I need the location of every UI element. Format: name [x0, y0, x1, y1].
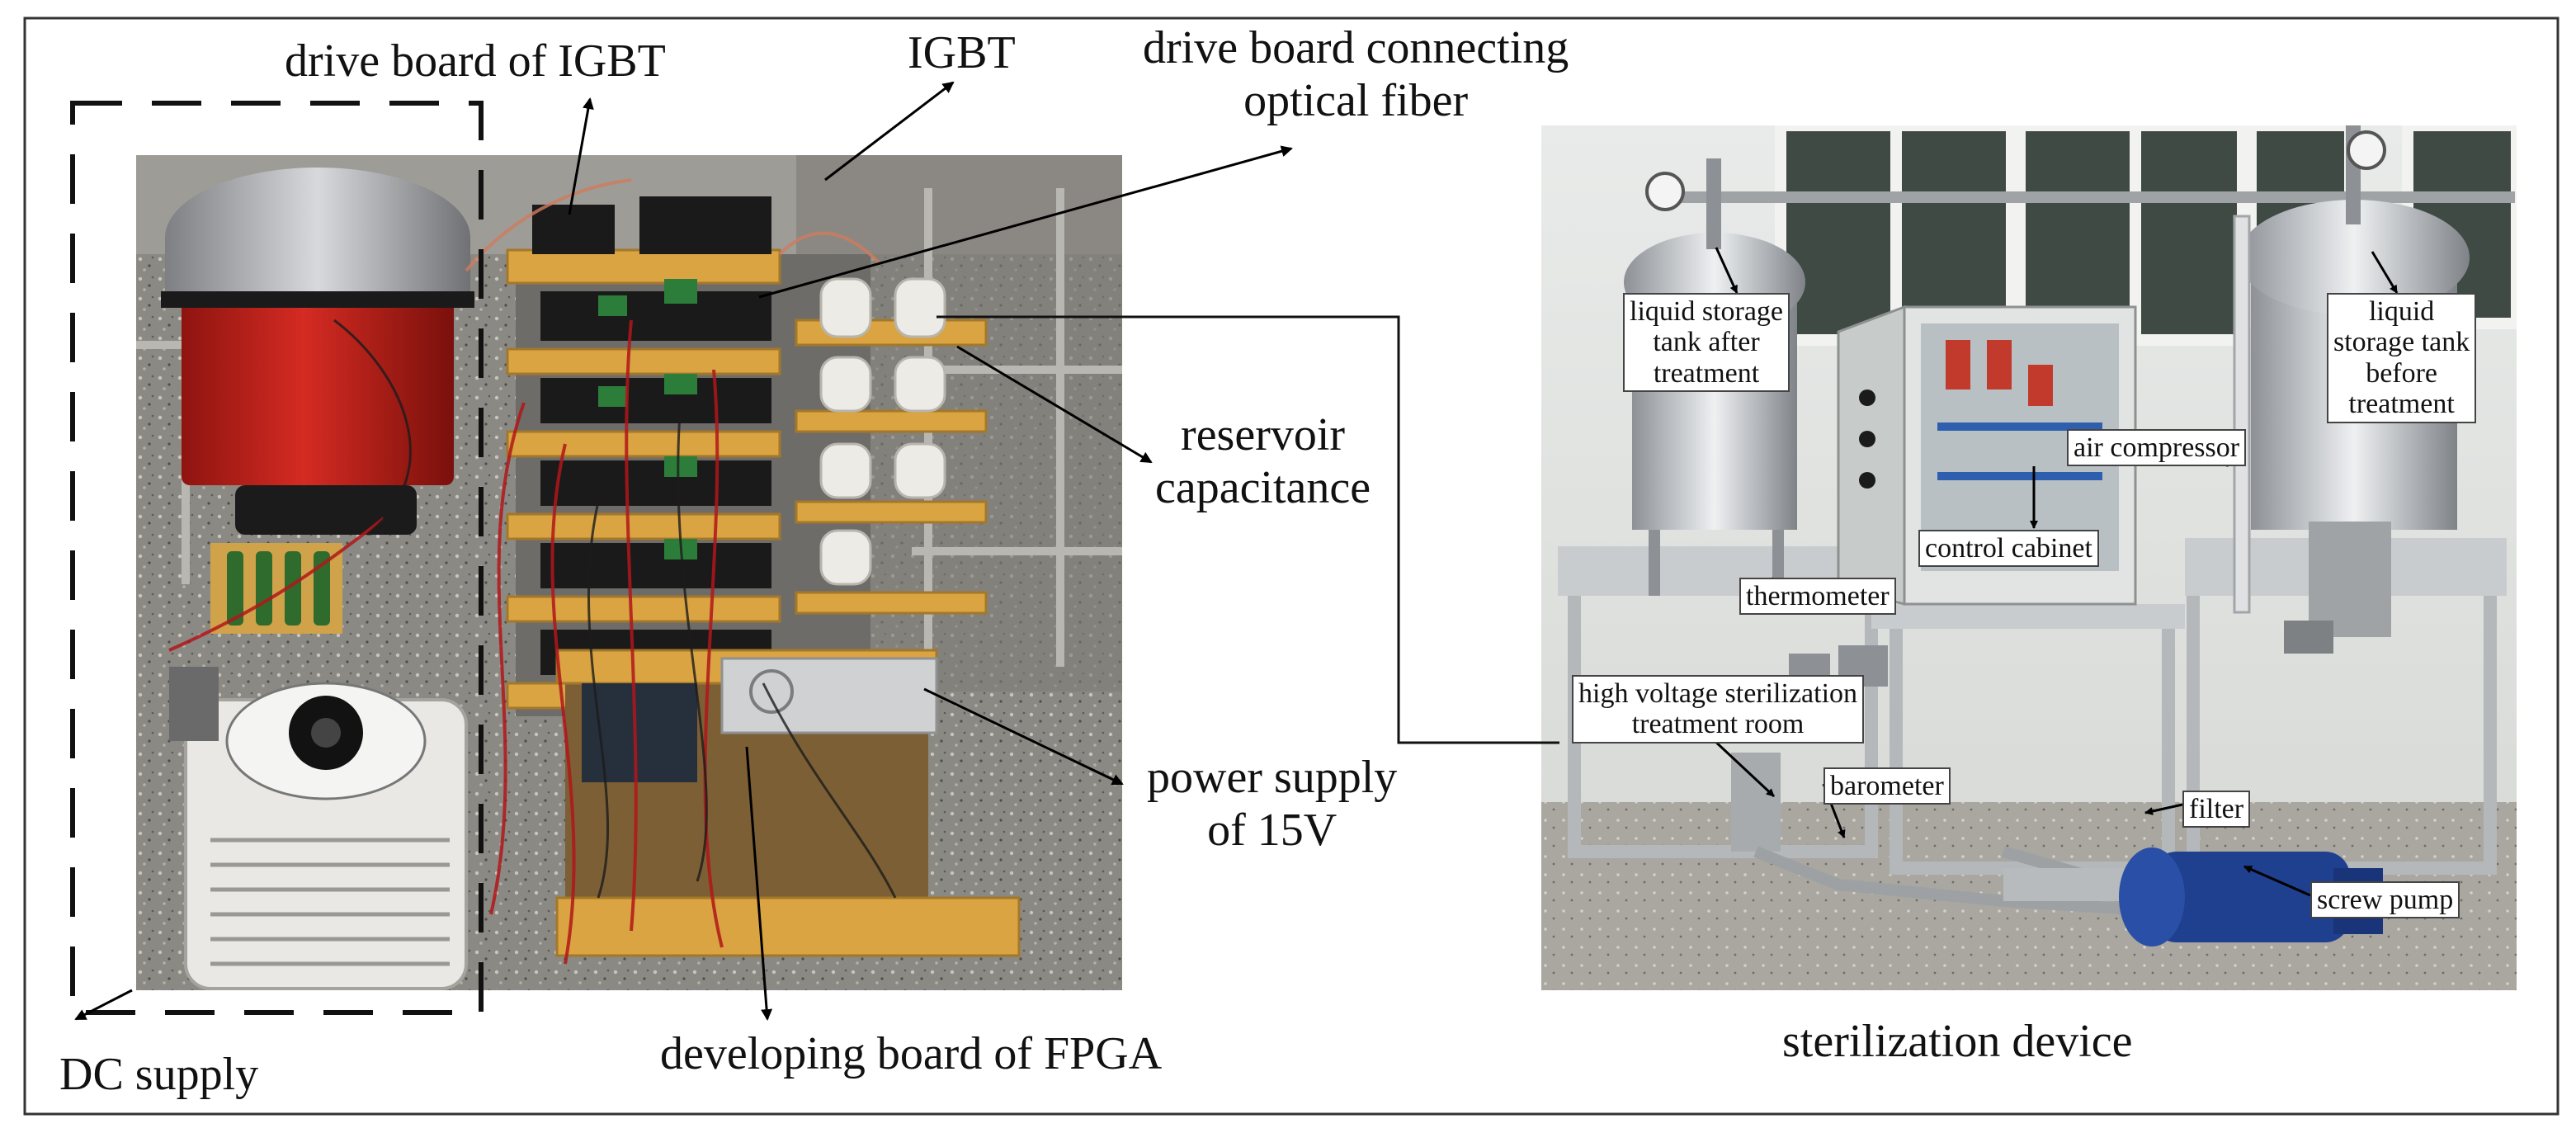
- pointer-hv-room: [1710, 737, 1776, 798]
- label-igbt: IGBT: [908, 27, 1016, 78]
- arrow-drive-board-igbt: [568, 97, 594, 215]
- label-reservoir-line1: reservoir: [1181, 409, 1346, 460]
- pointer-filter: [2144, 803, 2183, 815]
- pulse-power-illustration: [136, 155, 1122, 990]
- arrow-dc-supply: [74, 989, 133, 1021]
- label-tank-after-line1: liquid storage: [1630, 296, 1784, 327]
- label-power-supply: power supply of 15V: [1147, 751, 1397, 857]
- outer-frame: [23, 17, 2559, 1116]
- pointer-tank-after: [1715, 247, 1739, 294]
- label-filter: filter: [2182, 791, 2251, 829]
- label-reservoir-line2: capacitance: [1155, 462, 1371, 514]
- sterilization-device-illustration: [1541, 125, 2517, 990]
- label-thermometer: thermometer: [1739, 578, 1896, 616]
- label-tank-before-line4: treatment: [2348, 389, 2455, 420]
- label-hv-room-line2: treatment room: [1631, 709, 1805, 740]
- label-barometer: barometer: [1823, 767, 1951, 805]
- sterilization-device-photo: [1541, 125, 2517, 990]
- connection-line: [937, 315, 1559, 744]
- arrow-power-supply: [923, 687, 1124, 786]
- label-tank-after-line2: tank after: [1653, 327, 1760, 358]
- label-fpga: developing board of FPGA: [660, 1028, 1163, 1079]
- label-air-compressor: air compressor: [2067, 429, 2247, 467]
- arrow-igbt: [824, 81, 955, 182]
- dc-supply-dashed-box: [70, 101, 484, 1015]
- label-power-supply-line2: of 15V: [1207, 805, 1338, 857]
- label-tank-after-line3: treatment: [1653, 357, 1760, 389]
- pulse-power-photo: [136, 155, 1122, 990]
- label-tank-before-line1: liquid: [2368, 296, 2435, 327]
- label-tank-before-line3: before: [2366, 357, 2438, 389]
- label-tank-before: liquid storage tank before treatment: [2327, 293, 2477, 423]
- label-sterilization-device: sterilization device: [1782, 1016, 2133, 1067]
- label-reservoir-capacitance: reservoir capacitance: [1155, 408, 1371, 515]
- label-tank-after: liquid storage tank after treatment: [1623, 293, 1790, 393]
- arrow-fpga: [745, 746, 773, 1021]
- arrow-reservoir-capacitance: [956, 345, 1153, 464]
- pointer-screw-pump: [2243, 865, 2311, 897]
- label-drive-board-fiber-line2: optical fiber: [1243, 75, 1469, 127]
- label-drive-board-igbt: drive board of IGBT: [285, 35, 666, 87]
- arrow-drive-board-fiber: [758, 145, 1293, 299]
- label-power-supply-line1: power supply: [1147, 752, 1398, 803]
- pointer-tank-before: [2371, 251, 2399, 294]
- label-hv-room: high voltage sterilization treatment roo…: [1572, 675, 1865, 744]
- label-drive-board-fiber-line1: drive board connecting: [1143, 22, 1569, 73]
- label-control-cabinet: control cabinet: [1918, 530, 2099, 568]
- label-drive-board-fiber: drive board connecting optical fiber: [1143, 21, 1569, 128]
- label-tank-before-line2: storage tank: [2333, 327, 2470, 358]
- label-hv-room-line1: high voltage sterilization: [1578, 678, 1858, 709]
- label-screw-pump: screw pump: [2310, 881, 2460, 919]
- label-dc-supply: DC supply: [59, 1049, 259, 1100]
